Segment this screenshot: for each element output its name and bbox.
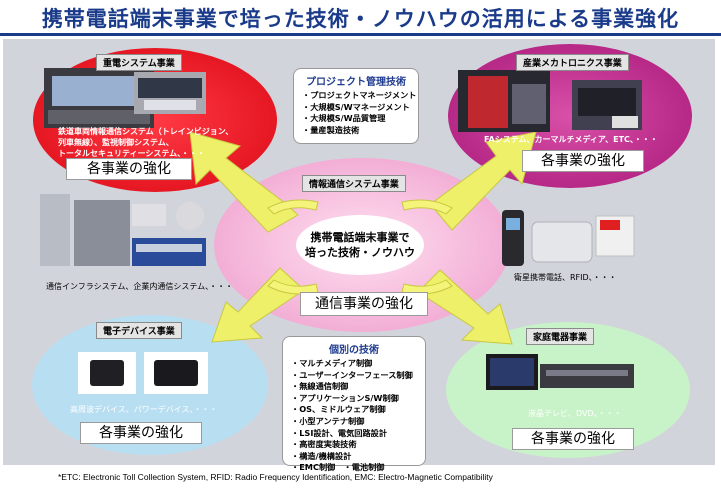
list-item: 無線通信制御	[291, 381, 425, 393]
project-box: プロジェクト管理技術 プロジェクトマネージメント 大規模S/Wマネージメント 大…	[293, 68, 419, 144]
page-title: 携帯電話端末事業で培った技術・ノウハウの活用による事業強化	[41, 7, 680, 31]
center-core	[296, 215, 424, 275]
info-label: 情報通信システム事業	[302, 175, 406, 192]
satellite-phone-photo	[502, 210, 635, 266]
heavy-label: 重電システム事業	[96, 54, 182, 71]
list-item: ユーザーインターフェース制御	[291, 370, 425, 382]
home-desc: 液晶テレビ、DVD、・・・	[528, 409, 622, 418]
satellite-note: 衛星携帯電話、RFID、・・・	[514, 273, 617, 282]
center-text: 携帯電話端末事業で培った技術・ノウハウ	[305, 231, 415, 259]
mecha-label: 産業メカトロニクス事業	[516, 54, 629, 71]
project-list: プロジェクトマネージメント 大規模S/Wマネージメント 大規模S/W品質管理 量…	[302, 90, 418, 136]
heavy-desc: 鉄道車両情報通信システム（トレインビジョン、列車無線）、監視制御システム、トータ…	[58, 127, 234, 158]
individual-box: 個別の技術 マルチメディア制御 ユーザーインターフェース制御 無線通信制御 アプ…	[282, 336, 426, 472]
device-label: 電子デバイス事業	[96, 322, 182, 339]
individual-list: マルチメディア制御 ユーザーインターフェース制御 無線通信制御 アプリケーション…	[291, 358, 425, 474]
device-desc: 高周波デバイス、パワーデバイス、・・・	[70, 405, 218, 414]
list-item: アプリケーションS/W制御	[291, 393, 425, 405]
individual-title: 個別の技術	[329, 345, 379, 356]
device-strengthen: 各事業の強化	[80, 422, 202, 444]
curved-arrows	[267, 199, 453, 295]
list-item: EMC制御 ・電池制御	[291, 462, 425, 474]
list-item: 大規模S/Wマネージメント	[302, 102, 418, 114]
control-room-photo-1	[44, 68, 154, 128]
list-item: LSI設計、電気回路設計	[291, 428, 425, 440]
network-equipment-photo	[40, 194, 206, 266]
title-rule	[0, 33, 721, 36]
list-item: 大規模S/W品質管理	[302, 113, 418, 125]
info-strengthen: 通信事業の強化	[300, 292, 428, 316]
project-title: プロジェクト管理技術	[306, 77, 406, 88]
control-room-photo-2	[134, 72, 206, 114]
list-item: 構造/機構設計	[291, 451, 425, 463]
fa-system-photo	[458, 70, 550, 132]
car-multimedia-photo	[572, 80, 642, 130]
device-chips-photo	[78, 352, 208, 394]
footnote: *ETC: Electronic Toll Collection System,…	[58, 472, 493, 482]
mecha-strengthen: 各事業の強化	[522, 150, 644, 172]
info-note: 通信インフラシステム、企業内通信システム、・・・	[46, 282, 234, 291]
home-strengthen: 各事業の強化	[512, 428, 634, 450]
home-appliance-photo	[486, 354, 634, 390]
heavy-strengthen: 各事業の強化	[66, 158, 192, 180]
list-item: 量産製造技術	[302, 125, 418, 137]
list-item: プロジェクトマネージメント	[302, 90, 418, 102]
home-label: 家庭電器事業	[526, 328, 595, 345]
list-item: 高密度実装技術	[291, 439, 425, 451]
mecha-desc: FAシステム、カーマルチメディア、ETC、・・・	[484, 135, 658, 144]
list-item: マルチメディア制御	[291, 358, 425, 370]
list-item: OS、ミドルウェア制御	[291, 404, 425, 416]
list-item: 小型アンテナ制御	[291, 416, 425, 428]
